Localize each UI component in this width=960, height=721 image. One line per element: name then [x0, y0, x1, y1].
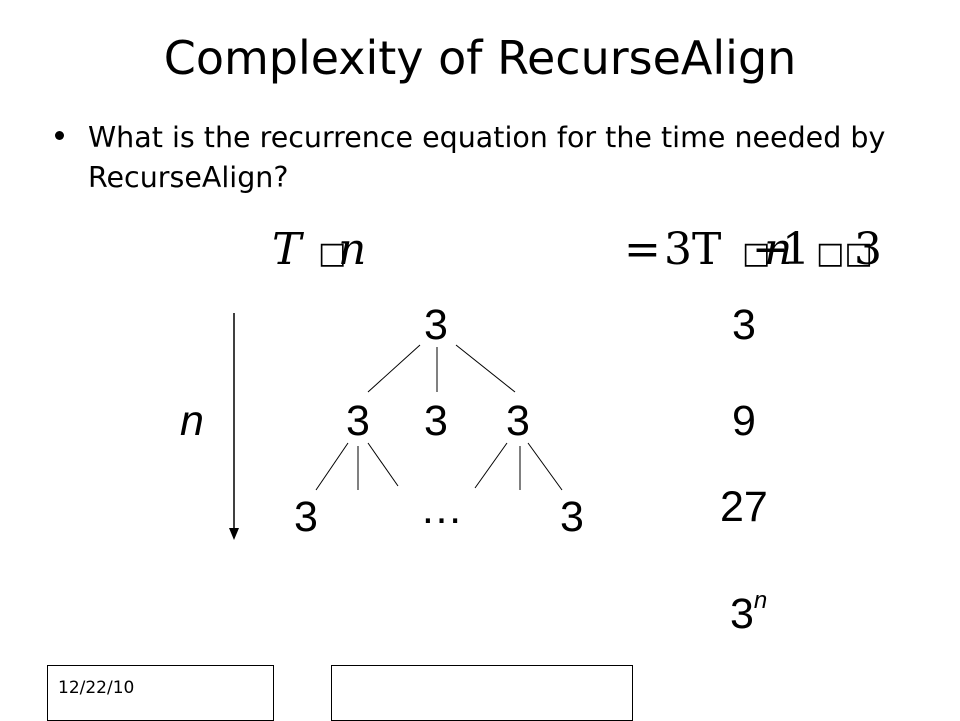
- equation-t: T: [272, 224, 302, 275]
- level-total: 9: [732, 397, 756, 445]
- equation-paren-open: □: [318, 236, 347, 271]
- equation-paren-close: □□: [816, 236, 873, 271]
- slide-title: Complexity of RecurseAlign: [163, 31, 797, 85]
- tree-ellipsis: …: [420, 485, 463, 533]
- depth-label: n: [180, 397, 204, 445]
- equation-paren-open-2: □: [742, 236, 771, 271]
- equation-three: 3: [854, 224, 882, 275]
- power-base: 3: [730, 590, 754, 638]
- tree-node: 3: [294, 493, 318, 541]
- tree-node: 3: [506, 397, 530, 445]
- equation-one: 1: [782, 224, 810, 275]
- tree-edge: [474, 442, 508, 489]
- equation-3t: 3T: [664, 224, 722, 275]
- tree-node: 3: [560, 493, 584, 541]
- footer-title-box: [331, 665, 633, 721]
- bullet-dot-icon: [55, 131, 64, 140]
- depth-arrow-head-icon: [229, 528, 239, 540]
- tree-node: 3: [424, 397, 448, 445]
- bullet-text: What is the recurrence equation for the …: [88, 121, 886, 194]
- equation-minus: −: [752, 224, 789, 275]
- level-total: 27: [720, 483, 768, 531]
- tree-edge: [455, 344, 516, 393]
- tree-edge: [367, 442, 399, 487]
- tree-node: 3: [346, 397, 370, 445]
- level-total: 3: [732, 301, 756, 349]
- equation-n: n: [338, 224, 367, 275]
- power-exponent: n: [753, 587, 768, 614]
- tree-root-node: 3: [424, 301, 448, 349]
- footer-date: 12/22/10: [47, 665, 274, 721]
- equation-equals: =: [624, 224, 661, 275]
- tree-edge: [315, 442, 349, 491]
- tree-edge: [527, 442, 563, 491]
- level-total-power: 3n: [730, 578, 767, 637]
- equation-n-2: n: [764, 224, 793, 275]
- tree-edge: [367, 344, 421, 393]
